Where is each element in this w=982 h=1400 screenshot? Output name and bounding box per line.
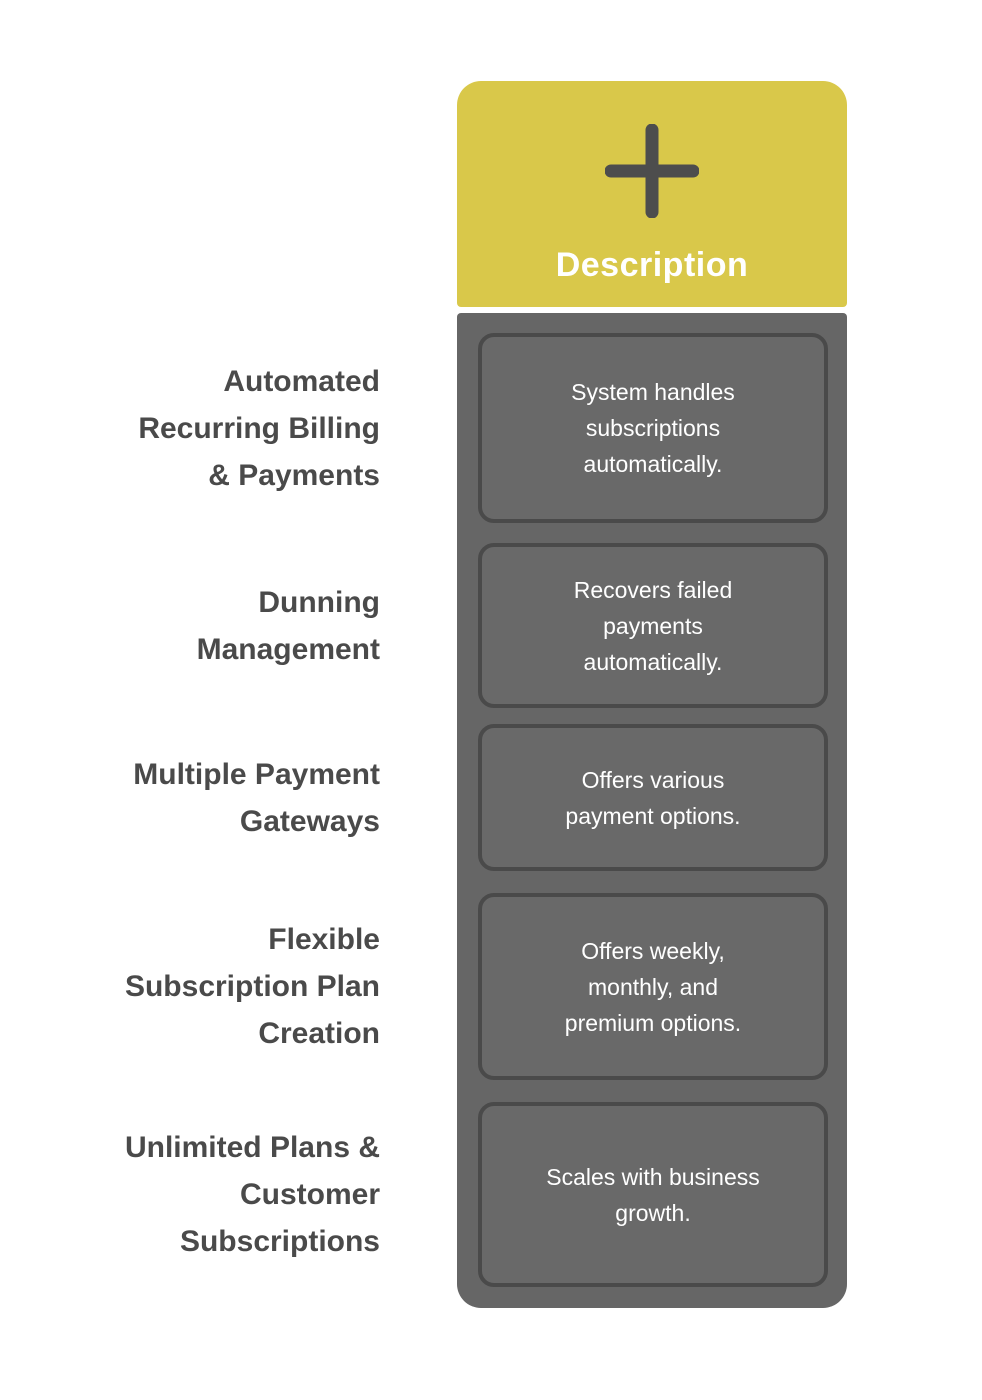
column-title: Description — [555, 245, 749, 284]
description-column-header: Description — [457, 81, 847, 307]
plus-icon — [457, 124, 847, 218]
